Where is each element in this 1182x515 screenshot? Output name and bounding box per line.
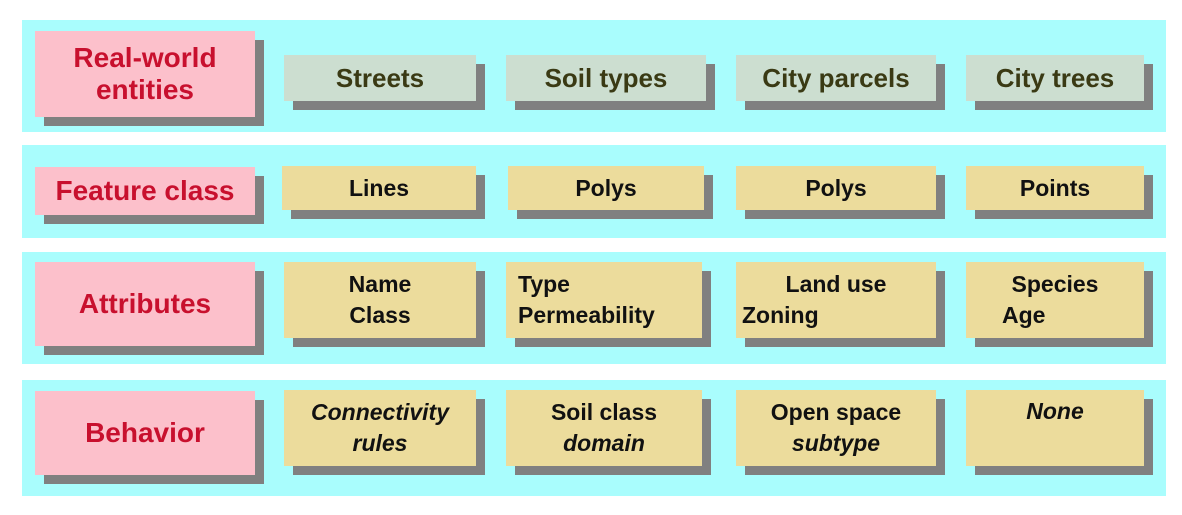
label-line: Attributes <box>78 288 212 319</box>
cell-feature-polys-1: Polys <box>508 166 704 210</box>
cell-feature-points: Points <box>966 166 1144 210</box>
label-line: Feature class <box>55 175 235 206</box>
cell-text: Open space <box>770 399 902 425</box>
row-label-behavior: Behavior <box>35 391 255 475</box>
cell-text: Species <box>1011 271 1099 297</box>
label-line: Real-world <box>73 42 217 73</box>
cell-text: Lines <box>348 174 410 201</box>
cell-text: Age <box>1002 302 1046 328</box>
cell-attr-land-use-zoning: Land use Zoning <box>736 262 936 338</box>
cell-text: Streets <box>335 62 425 93</box>
cell-behavior-soil-class-domain: Soil class domain <box>506 390 702 466</box>
cell-text: Type <box>518 271 570 297</box>
cell-text: Zoning <box>742 302 819 328</box>
cell-behavior-connectivity-rules: Connectivity rules <box>284 390 476 466</box>
cell-text: rules <box>352 430 408 456</box>
cell-entity-city-parcels: City parcels <box>736 55 936 101</box>
cell-text: City trees <box>995 62 1115 93</box>
cell-text: domain <box>563 430 645 456</box>
cell-attr-species-age: Species Age <box>966 262 1144 338</box>
cell-text: None <box>1026 398 1084 424</box>
cell-text: Soil types <box>544 62 668 93</box>
cell-text: Points <box>1019 174 1091 201</box>
row-label-feature-class: Feature class <box>35 167 255 215</box>
cell-text: subtype <box>791 430 881 456</box>
label-line: entities <box>95 74 194 105</box>
cell-text: Name <box>348 271 412 297</box>
cell-text: Land use <box>785 271 887 297</box>
cell-entity-streets: Streets <box>284 55 476 101</box>
cell-feature-lines: Lines <box>282 166 476 210</box>
cell-attr-name-class: Name Class <box>284 262 476 338</box>
cell-attr-type-permeability: Type Permeability <box>506 262 702 338</box>
cell-behavior-open-space-subtype: Open space subtype <box>736 390 936 466</box>
row-label-real-world-entities: Real-world entities <box>35 31 255 117</box>
label-line: Behavior <box>85 417 205 448</box>
cell-text: Polys <box>805 174 867 201</box>
cell-behavior-none: None <box>966 390 1144 466</box>
row-label-attributes: Attributes <box>35 262 255 346</box>
cell-text: Connectivity <box>310 399 450 425</box>
cell-text: Soil class <box>550 399 658 425</box>
cell-entity-soil-types: Soil types <box>506 55 706 101</box>
cell-text: Polys <box>575 174 637 201</box>
cell-feature-polys-2: Polys <box>736 166 936 210</box>
cell-text: Permeability <box>518 302 655 328</box>
cell-entity-city-trees: City trees <box>966 55 1144 101</box>
cell-text: City parcels <box>762 62 910 93</box>
cell-text: Class <box>349 302 411 328</box>
